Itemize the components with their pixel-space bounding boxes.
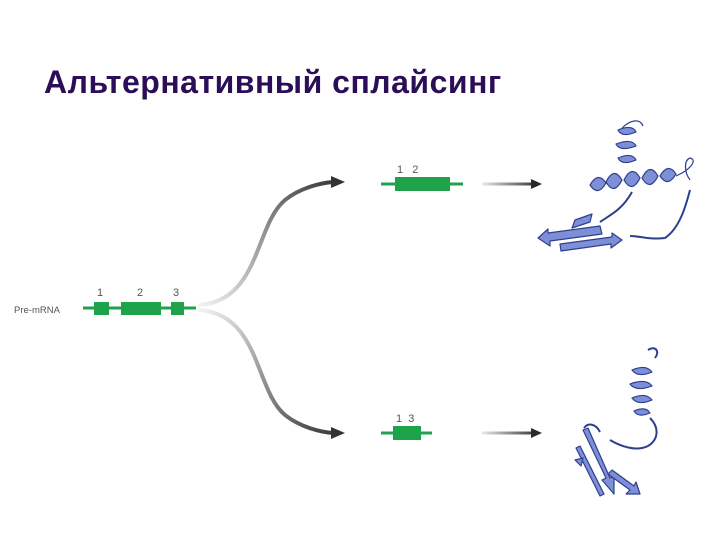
pre-mrna-exon-2-label: 2 (137, 287, 143, 299)
isoform-1-exon-labels: 1 2 (397, 164, 418, 176)
pre-mrna-exon-1-label: 1 (97, 287, 103, 299)
protein-isoform-2-ribbon (575, 348, 657, 496)
pre-mrna-exon-1 (94, 302, 109, 315)
mrna-isoform-2: 1 3 (381, 413, 432, 440)
splice-arrow-bottom-head (331, 427, 345, 439)
splice-arrow-top-head (331, 176, 345, 188)
splice-arrow-bottom (200, 310, 333, 433)
isoform-1-exons (395, 177, 450, 191)
pre-mrna-label: Pre-mRNA (14, 305, 61, 316)
mrna-isoform-1: 1 2 (381, 164, 463, 191)
pre-mrna-exon-3 (171, 302, 184, 315)
protein-isoform-1-ribbon (538, 121, 693, 251)
splice-arrow-top (200, 182, 333, 305)
isoform-2-exons (393, 426, 421, 440)
pre-mrna-exon-2 (121, 302, 161, 315)
translation-arrow-top-head (531, 179, 542, 189)
pre-mrna: Pre-mRNA 1 2 3 (14, 287, 196, 316)
translation-arrow-bottom-head (531, 428, 542, 438)
isoform-2-exon-labels: 1 3 (396, 413, 414, 425)
pre-mrna-exon-3-label: 3 (173, 287, 179, 299)
